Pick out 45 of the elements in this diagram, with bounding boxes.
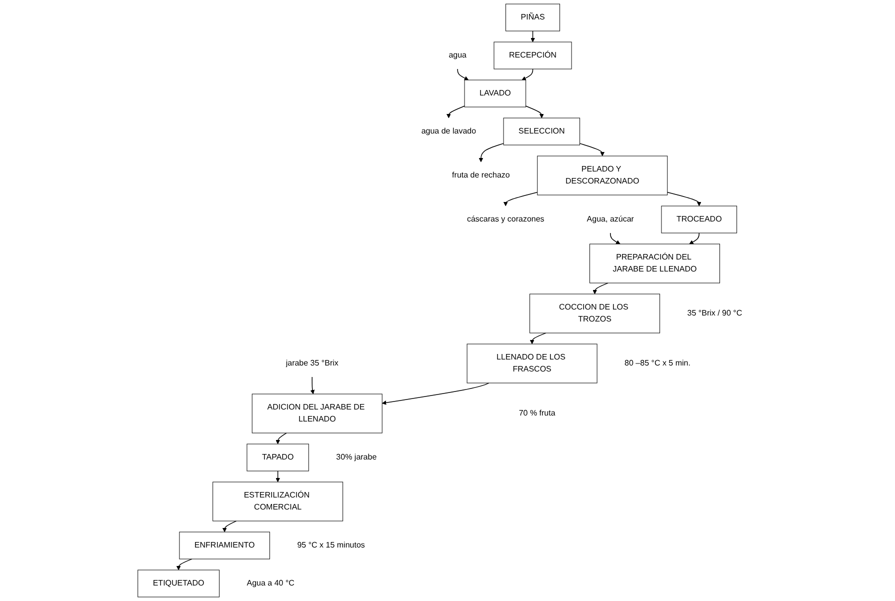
arrow: [310, 376, 315, 394]
arrow: [478, 143, 504, 162]
node-box: ADICION DEL JARABE DE LLENADO: [252, 394, 382, 434]
node-text: jarabe 35 °Brix: [286, 359, 338, 368]
arrow: [522, 68, 534, 80]
arrow: [667, 192, 702, 206]
node-box: RECEPCIÓN: [494, 42, 572, 70]
arrow: [579, 143, 605, 156]
node-text: agua de lavado: [421, 127, 476, 136]
node-text: agua: [448, 51, 466, 60]
node-text: cáscaras y corazones: [466, 215, 544, 224]
arrow: [446, 106, 465, 118]
arrow: [689, 232, 700, 244]
arrow: [222, 520, 237, 532]
arrow: [503, 192, 538, 206]
node-box: LAVADO: [464, 80, 526, 108]
node-box: ETIQUETADO: [138, 570, 220, 598]
arrow: [276, 470, 280, 482]
node-box: LLENADO DE LOS FRASCOS: [466, 344, 598, 384]
node-label: 35 °Brix / 90 °C: [687, 309, 742, 318]
node-box: TAPADO: [246, 444, 309, 472]
node-box: PELADO Y DESCORAZONADO: [537, 156, 668, 196]
node-box: SELECCION: [503, 118, 580, 146]
arrow: [382, 382, 490, 405]
arrow: [610, 232, 620, 244]
arrow: [276, 432, 287, 444]
node-box: ENFRIAMIENTO: [179, 532, 270, 560]
node-label: 30% jarabe: [336, 453, 377, 462]
arrow: [530, 332, 546, 344]
node-box: ESTERILIZACIÓN COMERCIAL: [212, 482, 344, 522]
node-box: PREPARACIÓN DEL JARABE DE LLENADO: [590, 244, 720, 284]
node-label: 70 % fruta: [518, 409, 556, 418]
node-label: 80 –85 °C x 5 min.: [624, 359, 690, 368]
node-text: fruta de rechazo: [452, 171, 510, 180]
arrow: [530, 30, 535, 42]
node-text: Agua, azúcar: [586, 215, 634, 224]
arrow: [457, 68, 469, 80]
node-box: PIÑAS: [506, 4, 560, 32]
node-box: TROCEADO: [661, 206, 738, 234]
arrow: [525, 106, 544, 118]
node-label: Agua a 40 °C: [246, 579, 294, 588]
arrow: [592, 282, 608, 294]
arrow: [176, 558, 192, 570]
node-label: 95 °C x 15 minutos: [297, 541, 365, 550]
node-box: COCCION DE LOS TROZOS: [530, 294, 660, 334]
